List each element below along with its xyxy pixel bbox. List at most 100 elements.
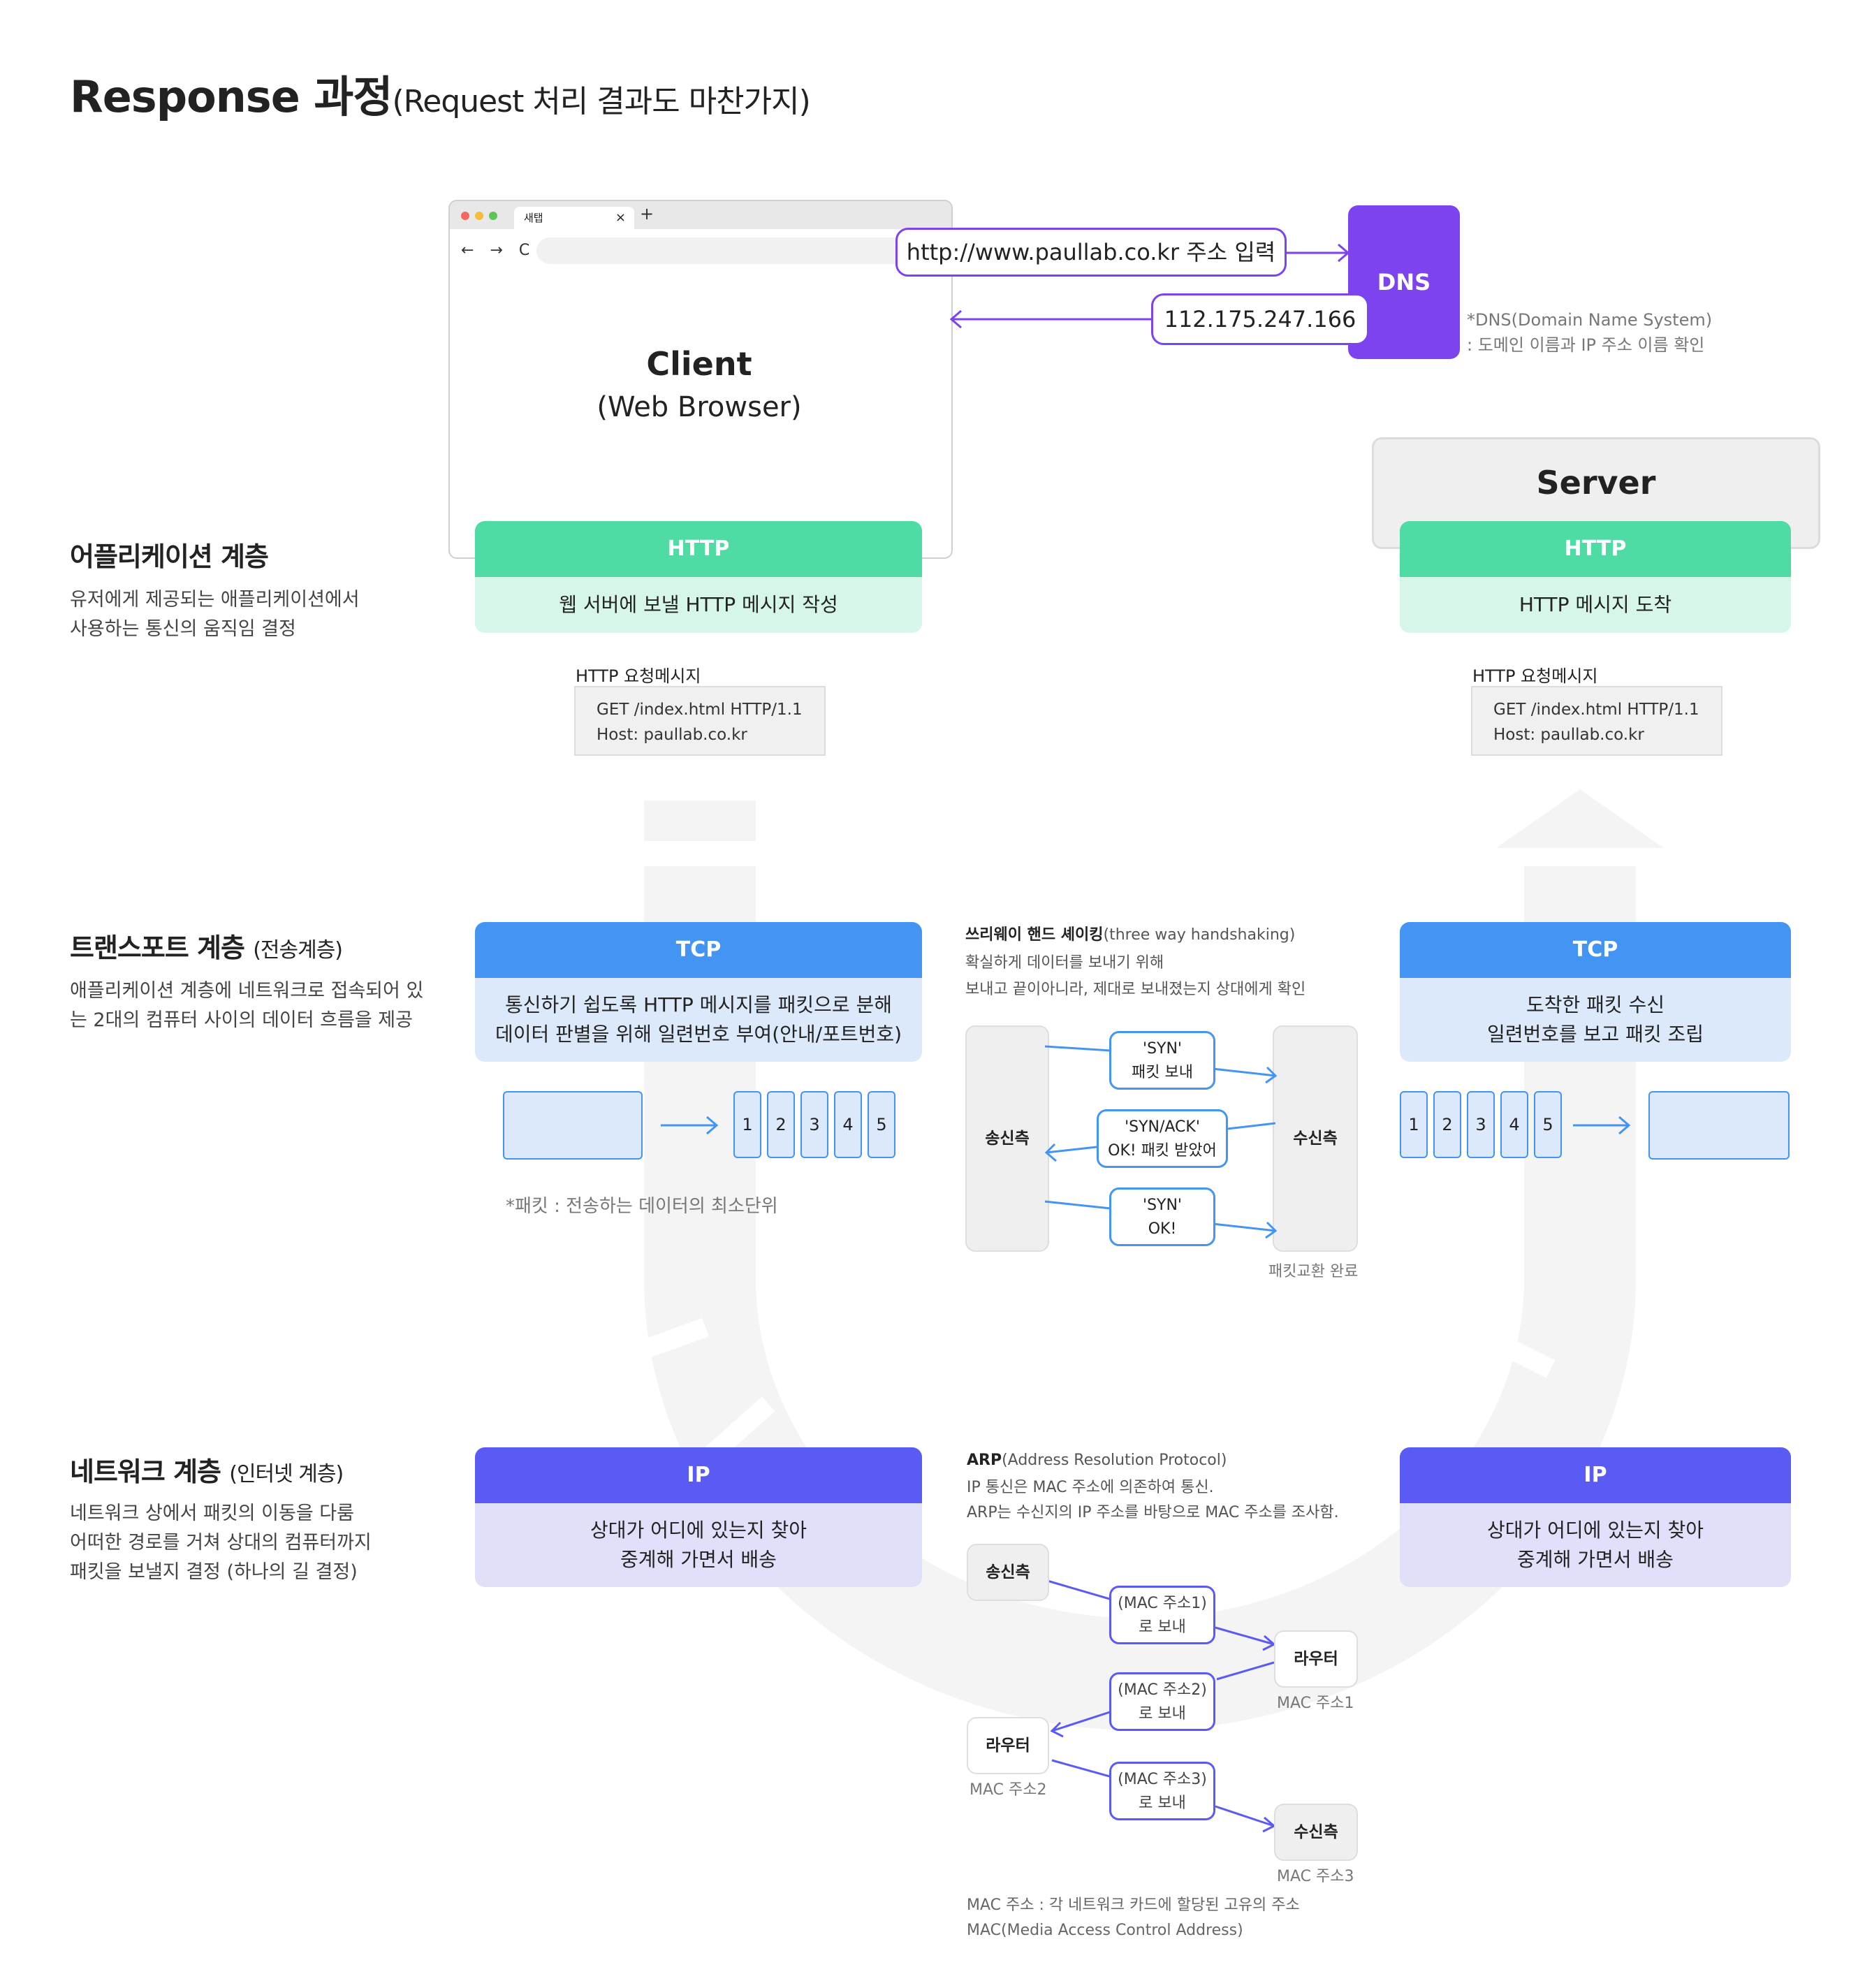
- server-tcp-card: TCP 도착한 패킷 수신 일련번호를 보고 패킷 조립: [1400, 922, 1791, 1062]
- data-block: [1648, 1091, 1790, 1160]
- new-tab-icon: +: [640, 204, 654, 224]
- card-head: IP: [475, 1447, 922, 1503]
- dns-response-pill: 112.175.247.166: [1151, 293, 1369, 345]
- card-body-line: 중계해 가면서 배송: [620, 1548, 777, 1571]
- syn-bubble: 'SYN' 패킷 보내: [1109, 1031, 1215, 1090]
- bubble-line: (MAC 주소2): [1118, 1681, 1207, 1699]
- bubble-line: 로 보내: [1139, 1795, 1186, 1812]
- application-layer-title: 어플리케이션 계층: [70, 541, 269, 572]
- syn-ok-bubble: 'SYN' OK!: [1109, 1187, 1215, 1246]
- card-body: 상대가 어디에 있는지 찾아 중계해 가면서 배송: [1400, 1503, 1791, 1587]
- arrow-right-icon: [1573, 1116, 1631, 1135]
- message-line: GET /index.html HTTP/1.1: [1493, 701, 1699, 719]
- browser-tab-bar: 새탭 × +: [450, 201, 951, 229]
- arp-hop-1-bubble: (MAC 주소1) 로 보내: [1109, 1586, 1215, 1644]
- client-subtitle: (Web Browser): [597, 391, 802, 423]
- desc-line: 패킷을 보낼지 결정 (하나의 길 결정): [70, 1561, 358, 1583]
- message-line: Host: paullab.co.kr: [597, 726, 747, 744]
- card-body: 도착한 패킷 수신 일련번호를 보고 패킷 조립: [1400, 978, 1791, 1062]
- bubble-line: 'SYN': [1143, 1040, 1182, 1058]
- handshake-receiver: 수신측: [1273, 1025, 1358, 1252]
- client-http-message-box: GET /index.html HTTP/1.1 Host: paullab.c…: [574, 686, 826, 756]
- packet-note: *패킷 : 전송하는 데이터의 최소단위: [506, 1196, 778, 1217]
- server-http-message-label: HTTP 요청메시지: [1472, 666, 1598, 686]
- network-layer-paren: (인터넷 계층): [229, 1462, 344, 1486]
- card-head: TCP: [1400, 922, 1791, 978]
- browser-url-bar: [536, 237, 942, 264]
- bubble-line: 'SYN/ACK': [1125, 1118, 1200, 1136]
- card-body: 통신하기 쉽도록 HTTP 메시지를 패킷으로 분해 데이터 판별을 위해 일련…: [475, 978, 922, 1062]
- transport-layer-desc: 애플리케이션 계층에 네트워크로 접속되어 있 는 2대의 컴퓨터 사이의 데이…: [70, 977, 461, 1035]
- card-body-line: 중계해 가면서 배송: [1517, 1548, 1674, 1571]
- bubble-line: (MAC 주소1): [1118, 1595, 1207, 1612]
- card-head: HTTP: [475, 521, 922, 577]
- server-ip-card: IP 상대가 어디에 있는지 찾아 중계해 가면서 배송: [1400, 1447, 1791, 1587]
- desc-line: 애플리케이션 계층에 네트워크로 접속되어 있: [70, 980, 424, 1002]
- arp-mac-2: MAC 주소2: [970, 1781, 1047, 1799]
- close-tab-icon: ×: [615, 210, 626, 225]
- close-window-dot: [461, 212, 469, 220]
- page-subtitle: (Request 처리 결과도 마찬가지): [392, 84, 810, 119]
- arp-mac-1: MAC 주소1: [1277, 1695, 1354, 1712]
- bubble-line: 로 보내: [1139, 1618, 1186, 1636]
- packet: 5: [868, 1091, 895, 1158]
- browser-tab: 새탭 ×: [514, 207, 634, 229]
- bubble-line: OK!: [1148, 1220, 1177, 1238]
- card-head: IP: [1400, 1447, 1791, 1503]
- card-body-line: 통신하기 쉽도록 HTTP 메시지를 패킷으로 분해: [504, 993, 893, 1016]
- client-title: Client: [646, 345, 752, 383]
- desc-line: 네트워크 상에서 패킷의 이동을 다룸: [70, 1503, 354, 1524]
- card-body: HTTP 메시지 도착: [1400, 577, 1791, 633]
- page-title: Response 과정(Request 처리 결과도 마찬가지): [70, 71, 811, 122]
- maximize-window-dot: [489, 212, 497, 220]
- client-http-card: HTTP 웹 서버에 보낼 HTTP 메시지 작성: [475, 521, 922, 633]
- handshake-title: 쓰리웨이 핸드 셰이킹(three way handshaking): [965, 926, 1296, 944]
- arp-receiver: 수신측: [1274, 1804, 1358, 1861]
- arp-sender: 송신측: [967, 1544, 1049, 1601]
- packet: 1: [1400, 1091, 1428, 1158]
- server-http-card: HTTP HTTP 메시지 도착: [1400, 521, 1791, 633]
- card-body: 웹 서버에 보낼 HTTP 메시지 작성: [475, 577, 922, 633]
- network-layer-title: 네트워크 계층 (인터넷 계층): [70, 1456, 344, 1487]
- syn-ack-bubble: 'SYN/ACK' OK! 패킷 받았어: [1097, 1109, 1228, 1168]
- server-http-message-box: GET /index.html HTTP/1.1 Host: paullab.c…: [1471, 686, 1722, 756]
- desc-line: 유저에게 제공되는 애플리케이션에서: [70, 589, 360, 611]
- packet: 1: [733, 1091, 761, 1158]
- client-tcp-card: TCP 통신하기 쉽도록 HTTP 메시지를 패킷으로 분해 데이터 판별을 위…: [475, 922, 922, 1062]
- arp-router-1: 라우터: [1274, 1630, 1358, 1688]
- desc-line: ARP는 수신지의 IP 주소를 바탕으로 MAC 주소를 조사함.: [967, 1504, 1339, 1521]
- arp-router-2: 라우터: [967, 1717, 1049, 1774]
- desc-line: IP 통신은 MAC 주소에 의존하여 통신.: [967, 1479, 1214, 1496]
- client-ip-card: IP 상대가 어디에 있는지 찾아 중계해 가면서 배송: [475, 1447, 922, 1587]
- card-body-line: 데이터 판별을 위해 일련번호 부여(안내/포트번호): [495, 1023, 902, 1046]
- card-head: HTTP: [1400, 521, 1791, 577]
- data-block: [503, 1091, 643, 1160]
- application-layer-desc: 유저에게 제공되는 애플리케이션에서 사용하는 통신의 움직임 결정: [70, 585, 433, 644]
- packet: 4: [834, 1091, 862, 1158]
- bubble-line: 패킷 보내: [1132, 1064, 1193, 1081]
- desc-line: 는 2대의 컴퓨터 사이의 데이터 흐름을 제공: [70, 1009, 413, 1031]
- arp-desc: IP 통신은 MAC 주소에 의존하여 통신. ARP는 수신지의 IP 주소를…: [967, 1475, 1339, 1526]
- dns-note: *DNS(Domain Name System) : 도메인 이름과 IP 주소…: [1467, 307, 1712, 358]
- minimize-window-dot: [475, 212, 483, 220]
- packet: 2: [1433, 1091, 1461, 1158]
- card-body-line: 일련번호를 보고 패킷 조립: [1486, 1023, 1704, 1046]
- dns-arrows: [949, 243, 1350, 329]
- desc-line: 보내고 끝이아니라, 제대로 보내졌는지 상대에게 확인: [965, 981, 1306, 998]
- transport-layer-title: 트랜스포트 계층 (전송계층): [70, 933, 343, 963]
- packet: 4: [1500, 1091, 1528, 1158]
- dns-note-line: *DNS(Domain Name System): [1467, 310, 1713, 330]
- packet: 3: [1467, 1091, 1495, 1158]
- arp-title: ARP(Address Resolution Protocol): [967, 1452, 1227, 1469]
- card-body-line: 도착한 패킷 수신: [1526, 993, 1665, 1016]
- client-http-message-label: HTTP 요청메시지: [576, 666, 701, 686]
- browser-tab-label: 새탭: [524, 212, 543, 224]
- message-line: Host: paullab.co.kr: [1493, 726, 1644, 744]
- bubble-line: (MAC 주소3): [1118, 1771, 1207, 1788]
- network-layer-desc: 네트워크 상에서 패킷의 이동을 다룸 어떠한 경로를 거쳐 상대의 컴퓨터까지…: [70, 1499, 433, 1587]
- arrow-right-icon: [661, 1116, 719, 1135]
- footnote-line: MAC 주소 : 각 네트워크 카드에 할당된 고유의 주소: [967, 1896, 1300, 1914]
- transport-layer-paren: (전송계층): [253, 938, 343, 963]
- handshake-desc: 확실하게 데이터를 보내기 위해 보내고 끝이아니라, 제대로 보내졌는지 상대…: [965, 950, 1305, 1003]
- dns-note-line: : 도메인 이름과 IP 주소 이름 확인: [1467, 335, 1705, 355]
